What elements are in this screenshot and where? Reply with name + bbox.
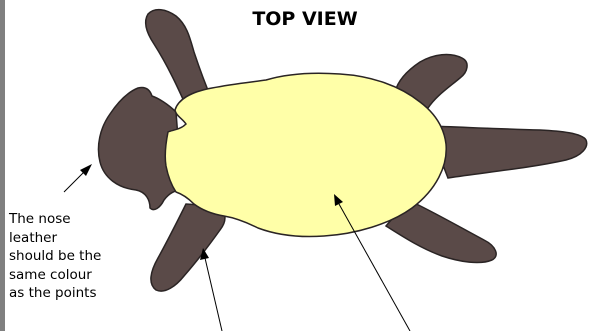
arrow-to-nose — [64, 164, 92, 192]
body-pale-area — [165, 73, 446, 236]
nose-leather-annotation: The nose leather should be the same colo… — [9, 210, 129, 303]
annotation-line: as the points — [9, 284, 129, 303]
hind-leg-right — [428, 126, 587, 178]
annotation-line: same colour — [9, 266, 129, 285]
diagram-title: TOP VIEW — [0, 8, 590, 30]
annotation-line: should be the — [9, 247, 129, 266]
arrow-to-leg — [200, 248, 222, 331]
leg-lower-left — [151, 204, 225, 291]
annotation-line: leather — [9, 229, 129, 248]
annotation-line: The nose — [9, 210, 129, 229]
